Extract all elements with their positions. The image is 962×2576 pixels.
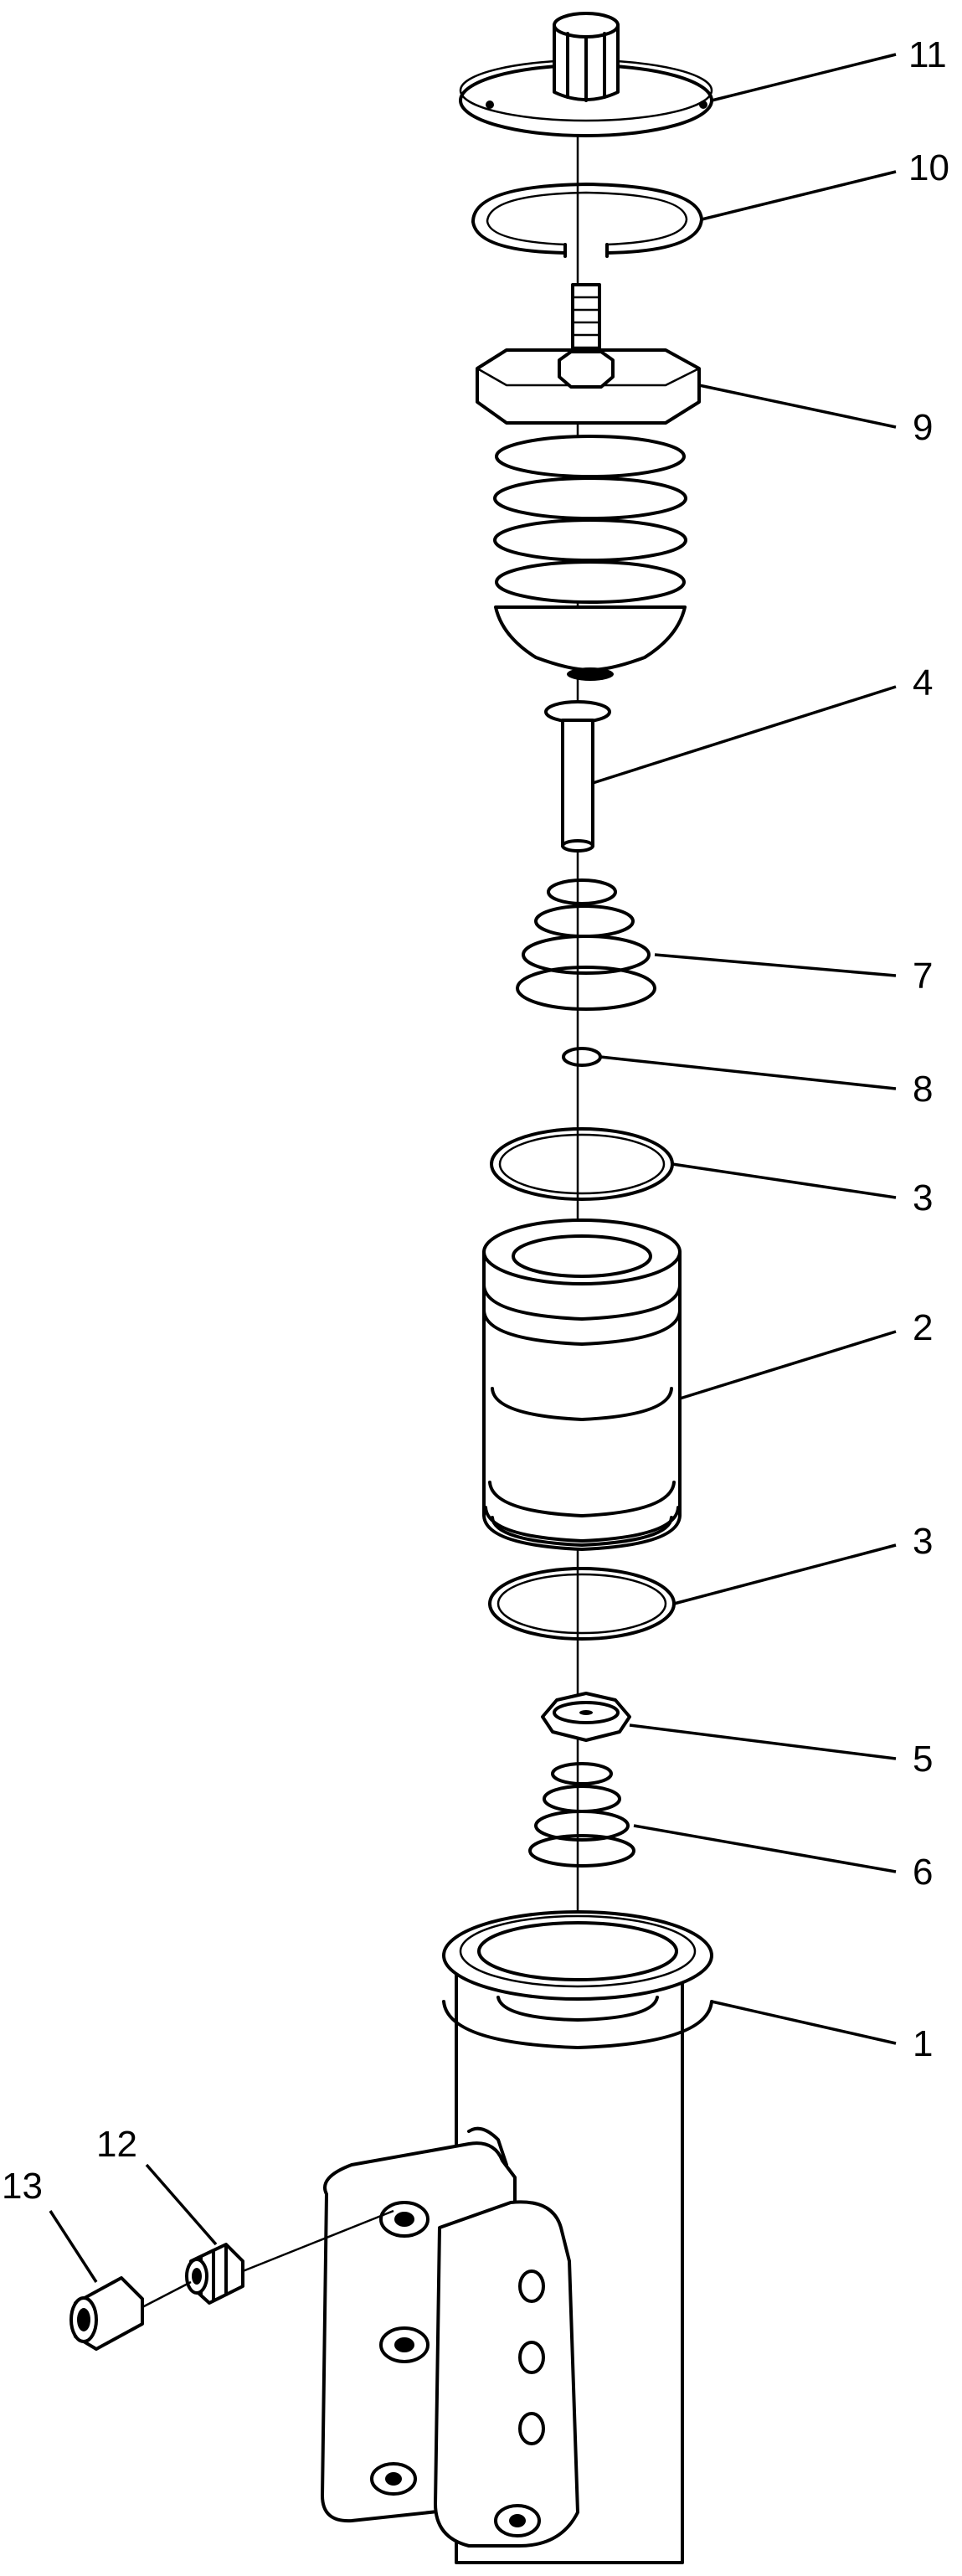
part-4-pin	[544, 700, 611, 853]
part-label: 5	[913, 1739, 933, 1780]
part-label: 9	[913, 407, 933, 448]
part-3-o-ring-lower	[488, 1567, 676, 1641]
part-label: 4	[913, 662, 933, 703]
part-label: 10	[908, 147, 949, 188]
part-5-valve-seat	[541, 1692, 631, 1742]
part-6-small-spring	[528, 1762, 635, 1868]
part-label: 13	[2, 2166, 43, 2207]
part-3-o-ring-upper	[490, 1127, 674, 1201]
part-10-snap-ring	[471, 183, 703, 258]
part-7-conical-spring	[516, 878, 656, 1011]
part-label: 2	[913, 1307, 933, 1348]
part-label: 1	[913, 2023, 933, 2064]
part-label: 12	[96, 2124, 137, 2165]
part-2-sleeve	[482, 1218, 682, 1551]
part-label: 6	[913, 1852, 933, 1893]
part-11-cap	[459, 12, 713, 137]
part-labels: 11 10 9 4 7 8 3 2 3 5 6 1 12 13	[2, 34, 949, 2207]
part-label: 7	[913, 956, 933, 997]
part-label: 3	[913, 1521, 933, 1562]
part-8-small-ring	[562, 1047, 602, 1067]
part-label: 3	[913, 1177, 933, 1218]
part-13-plug	[69, 2276, 192, 2351]
part-label: 8	[913, 1069, 933, 1110]
part-9-spring-housing	[476, 283, 701, 681]
leader-lines	[49, 53, 897, 2283]
part-label: 11	[908, 34, 947, 75]
part-1-body	[321, 1910, 713, 2564]
part-12-threaded-nipple	[185, 2209, 394, 2305]
